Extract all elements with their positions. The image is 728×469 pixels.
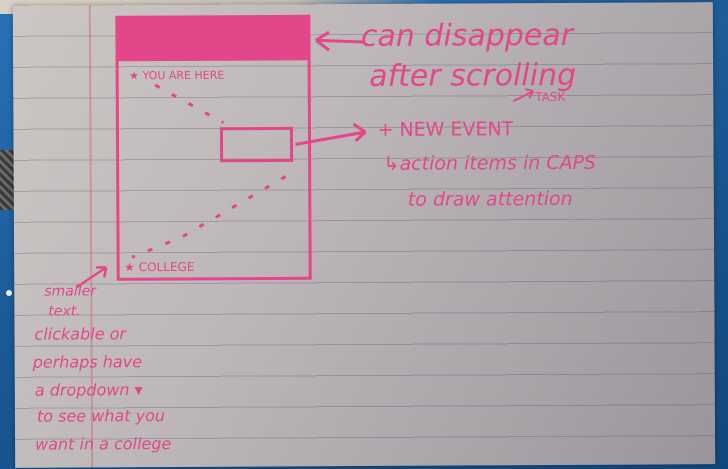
background-dot [6,290,12,296]
action-note-line1: ↳action items in CAPS [384,152,597,175]
task-label: TASK [534,90,566,104]
task-arrow [512,88,535,103]
college-note-line: clickable or [34,324,127,343]
action-note-line2: to draw attention [408,188,573,211]
event-box [219,126,294,163]
event-arrow [295,122,367,146]
college-note-line: text. [48,303,80,319]
notebook-paper-photo: can disappear after scrolling ★ YOU ARE … [12,2,716,468]
college-label: ★ COLLEGE [124,260,194,274]
header-arrow [315,30,364,52]
header-note-line2: after scrolling [369,58,576,94]
header-note-line1: can disappear [361,18,575,54]
college-note-line: perhaps have [32,352,143,372]
you-are-here-label: ★ YOU ARE HERE [129,69,224,82]
new-event-label: + NEW EVENT [377,118,513,141]
college-note-line: want in a college [35,434,172,454]
sketch-drawing: can disappear after scrolling ★ YOU ARE … [32,14,597,454]
college-note-line: a dropdown ▾ [35,380,143,400]
college-note-line: smaller [44,283,97,299]
dotted-path [131,83,287,259]
college-arrow [75,266,108,289]
college-note-line: to see what you [37,406,165,426]
header-bar [116,16,310,62]
